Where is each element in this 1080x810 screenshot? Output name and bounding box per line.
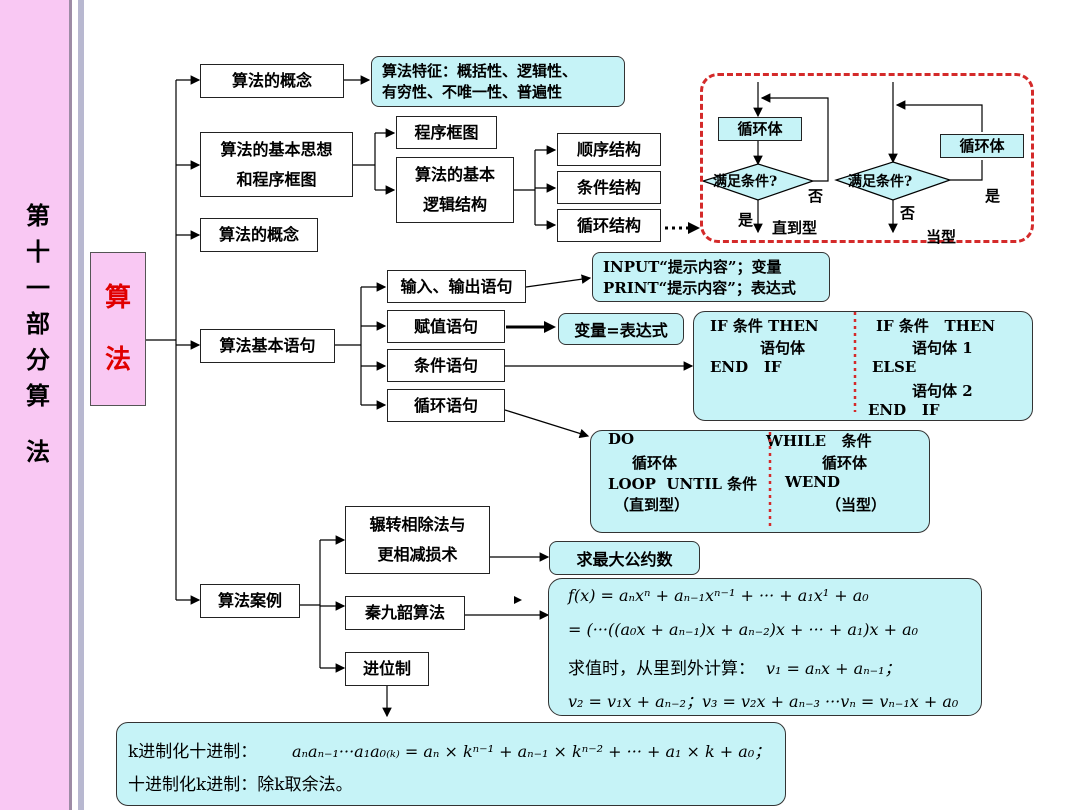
loop-left-3: LOOP UNTIL 条件	[608, 475, 758, 493]
node-if-statement: 条件语句	[387, 349, 505, 382]
gcd-box: 求最大公约数	[549, 541, 700, 575]
node-qinjiushao: 秦九韶算法	[345, 596, 465, 630]
node-feature: 算法特征：概括性、逻辑性、 有穷性、不唯一性、普遍性	[371, 56, 625, 107]
euclid-line-1: 辗转相除法与	[369, 515, 466, 534]
while-type-label: 当型	[926, 228, 957, 246]
logic-line-1: 算法的基本	[414, 165, 495, 184]
sidebar-divider	[78, 0, 84, 810]
sidebar-title-char: 一	[26, 273, 50, 302]
logic-line-2: 逻辑结构	[422, 195, 487, 214]
io-input-line: INPUT“提示内容”；变量	[603, 258, 782, 276]
node-radix: 进位制	[345, 652, 429, 686]
feature-line-2: 有穷性、不唯一性、普遍性	[382, 83, 563, 101]
if-right-4: 语句体 2	[912, 382, 973, 400]
radix-line-2: 十进制化k进制：除k取余法。	[128, 775, 353, 795]
sidebar-title-char: 法	[26, 437, 50, 466]
if-right-3: ELSE	[872, 358, 917, 376]
until-loop-body: 循环体	[718, 117, 802, 141]
until-type-label: 直到型	[772, 219, 818, 237]
if-syntax-box	[693, 311, 1033, 421]
poly-line-1: f(x) = aₙxⁿ + aₙ₋₁xⁿ⁻¹ + ··· + a₁x¹ + a₀	[568, 586, 869, 605]
poly-line-3-math: v₁ = aₙx + aₙ₋₁；	[766, 659, 901, 678]
node-statements: 算法基本语句	[200, 329, 335, 363]
if-left-2: 语句体	[760, 339, 806, 357]
until-condition: 满足条件?	[713, 174, 778, 190]
while-condition: 满足条件?	[848, 174, 913, 190]
io-syntax-box: INPUT“提示内容”；变量 PRINT“提示内容”；表达式	[592, 252, 830, 302]
if-right-2: 语句体 1	[912, 339, 973, 357]
sidebar	[0, 0, 72, 810]
root-char-2: 法	[104, 345, 131, 375]
loop-right-3: WEND	[785, 473, 840, 491]
node-concept-1: 算法的概念	[200, 64, 344, 98]
node-cases: 算法案例	[200, 584, 300, 618]
io-print-line: PRINT“提示内容”；表达式	[603, 279, 796, 297]
loop-left-2: 循环体	[632, 454, 678, 472]
node-euclid: 辗转相除法与 更相减损术	[345, 506, 490, 574]
idea-line-1: 算法的基本思想	[220, 139, 333, 159]
poly-line-3-text: 求值时，从里到外计算：	[568, 659, 755, 679]
sidebar-title-char: 分	[26, 345, 50, 374]
sidebar-title: 第十一部分算法	[18, 198, 58, 490]
while-yes: 是	[985, 187, 1001, 205]
sidebar-title-char: 算	[26, 381, 50, 410]
node-flowchart: 程序框图	[396, 116, 497, 149]
node-logic-structure: 算法的基本 逻辑结构	[396, 157, 514, 223]
poly-line-4: v₂ = v₁x + aₙ₋₂；v₃ = v₂x + aₙ₋₃ ···vₙ = …	[568, 692, 959, 711]
node-io-statement: 输入、输出语句	[387, 270, 526, 303]
if-left-3: END IF	[710, 358, 782, 376]
node-loop: 循环结构	[557, 209, 661, 242]
idea-line-2: 和程序框图	[236, 169, 317, 189]
sidebar-title-char: 第	[26, 201, 50, 230]
node-condition: 条件结构	[557, 171, 661, 204]
radix-formula-box	[116, 722, 786, 806]
loop-syntax-box	[590, 430, 930, 533]
root-node-algorithm: 算 法	[90, 252, 146, 406]
if-right-5: END IF	[868, 401, 940, 419]
node-sequence: 顺序结构	[557, 133, 661, 166]
loop-left-1: DO	[608, 430, 635, 448]
node-basic-idea: 算法的基本思想 和程序框图	[200, 132, 353, 197]
sidebar-title-char: 十	[26, 237, 50, 266]
assign-syntax-box: 变量=表达式	[558, 313, 684, 345]
until-no: 否	[808, 187, 824, 205]
sidebar-title-text: 第十一部分算法	[18, 198, 58, 490]
radix-line-1-math: aₙaₙ₋₁···a₁a₀₍ₖ₎ = aₙ × kⁿ⁻¹ + aₙ₋₁ × kⁿ…	[292, 742, 771, 761]
feature-line-1: 算法特征：概括性、逻辑性、	[382, 62, 578, 80]
loop-right-4: （当型）	[826, 496, 887, 514]
sidebar-title-char: 部	[26, 309, 50, 338]
loop-left-4: （直到型）	[614, 496, 690, 514]
root-char-1: 算	[104, 283, 131, 313]
radix-line-1-text: k进制化十进制：	[128, 742, 258, 762]
loop-right-2: 循环体	[822, 454, 868, 472]
node-assign-statement: 赋值语句	[387, 310, 505, 343]
while-loop-body: 循环体	[940, 134, 1024, 158]
node-concept-2: 算法的概念	[200, 218, 318, 252]
if-right-1: IF 条件 THEN	[876, 317, 996, 335]
while-no: 否	[900, 204, 916, 222]
loop-diagram-frame	[700, 73, 1034, 243]
until-yes: 是	[738, 211, 754, 229]
euclid-line-2: 更相减损术	[377, 545, 458, 564]
loop-right-1: WHILE 条件	[766, 432, 872, 450]
if-left-1: IF 条件 THEN	[710, 317, 819, 335]
node-loop-statement: 循环语句	[387, 389, 505, 422]
qin-formula-box	[548, 578, 982, 716]
poly-line-2: = (···((a₀x + aₙ₋₁)x + aₙ₋₂)x + ··· + a₁…	[568, 620, 919, 639]
